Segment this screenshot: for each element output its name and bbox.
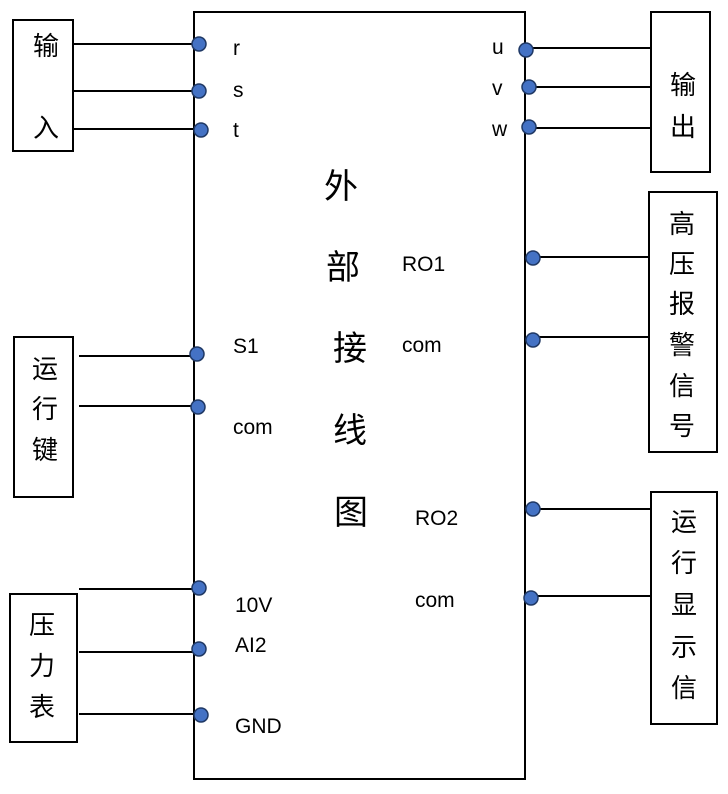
terminal-com-ro2 xyxy=(523,590,539,606)
label-r: r xyxy=(233,37,240,60)
pressure-gauge-char: 压 xyxy=(29,611,55,641)
terminal-r xyxy=(191,36,207,52)
run-display-char: 运 xyxy=(671,508,697,538)
input-char: 输 xyxy=(33,32,59,62)
title-char: 接 xyxy=(333,329,367,369)
terminal-w xyxy=(521,119,537,135)
label-com-ro2: com xyxy=(415,589,455,612)
terminal-ro1 xyxy=(525,250,541,266)
label-ro1: RO1 xyxy=(402,253,445,276)
run-display-char: 显 xyxy=(671,591,697,621)
run-display-char: 行 xyxy=(671,549,697,579)
alarm-char: 报 xyxy=(669,290,695,320)
alarm-char: 号 xyxy=(669,412,695,442)
output-char: 出 xyxy=(670,113,696,143)
run-key-char: 运 xyxy=(32,355,58,385)
alarm-char: 高 xyxy=(669,210,695,240)
label-com-left: com xyxy=(233,416,273,439)
label-s1: S1 xyxy=(233,335,259,358)
label-ro2: RO2 xyxy=(415,507,458,530)
label-com-ro1: com xyxy=(402,334,442,357)
label-v: v xyxy=(492,77,503,100)
pressure-gauge-char: 力 xyxy=(29,652,55,682)
label-w: w xyxy=(491,118,508,141)
run-display-box xyxy=(650,491,718,725)
pressure-gauge-char: 表 xyxy=(29,693,55,723)
terminal-com-left xyxy=(190,399,206,415)
input-char: 入 xyxy=(33,114,59,144)
terminal-t xyxy=(193,122,209,138)
high-pressure-alarm-box xyxy=(648,191,718,453)
terminal-gnd xyxy=(193,707,209,723)
input-box xyxy=(12,19,74,152)
title-char: 线 xyxy=(333,411,367,451)
alarm-char: 信 xyxy=(669,372,695,402)
controller-box xyxy=(193,11,526,780)
label-ai2: AI2 xyxy=(235,634,267,657)
output-char: 输 xyxy=(670,71,696,101)
terminal-10v xyxy=(191,580,207,596)
title-char: 图 xyxy=(334,493,368,533)
label-u: u xyxy=(492,36,504,59)
label-gnd: GND xyxy=(235,715,282,738)
alarm-char: 压 xyxy=(669,250,695,280)
terminal-u xyxy=(518,42,534,58)
run-key-box xyxy=(13,336,74,498)
title-char: 部 xyxy=(326,248,360,288)
pressure-gauge-box xyxy=(9,593,78,743)
run-key-char: 行 xyxy=(32,395,58,425)
run-display-char: 信 xyxy=(671,674,697,704)
run-display-char: 示 xyxy=(671,633,697,663)
output-box xyxy=(650,11,711,173)
terminal-ai2 xyxy=(191,641,207,657)
terminal-v xyxy=(521,79,537,95)
terminal-com-ro1 xyxy=(525,332,541,348)
alarm-char: 警 xyxy=(669,331,695,361)
run-key-char: 键 xyxy=(32,436,58,466)
label-t: t xyxy=(233,119,239,142)
terminal-ro2 xyxy=(525,501,541,517)
label-s: s xyxy=(233,79,244,102)
terminal-s1 xyxy=(189,346,205,362)
label-10v: 10V xyxy=(235,594,272,617)
title-char: 外 xyxy=(324,167,358,207)
terminal-s xyxy=(191,83,207,99)
